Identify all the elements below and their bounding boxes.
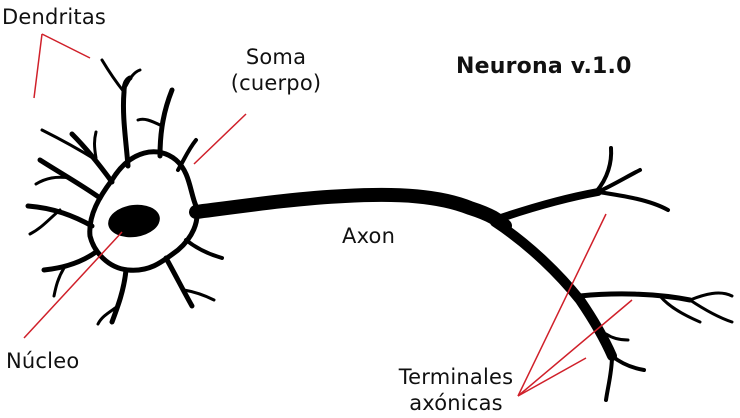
dendrite-left-1	[69, 131, 115, 185]
dendrite-bottom-1	[41, 249, 99, 273]
label-terminales-line2: axónicas	[409, 391, 503, 415]
pointer-terminal-1	[517, 213, 607, 397]
axon-terminal-7	[610, 354, 646, 372]
nucleus	[108, 204, 160, 238]
axon-terminal-2	[596, 168, 642, 194]
axon-terminal-9	[604, 332, 630, 342]
dendrite-top-1b	[124, 68, 142, 88]
label-soma-line1: Soma	[245, 45, 307, 69]
pointer-dendritas-1	[41, 33, 91, 59]
axon-terminal-8	[604, 354, 614, 402]
pointer-dendritas-2	[33, 33, 43, 99]
dendrite-top-2a	[136, 117, 164, 128]
axon-terminal-6	[658, 294, 702, 324]
soma-outline	[87, 149, 200, 273]
neuron	[25, 58, 734, 402]
dendrite-bottom-3a	[182, 288, 216, 302]
pointer-terminal-2	[517, 299, 633, 397]
axon-terminal-3	[596, 190, 670, 212]
pointer-soma	[193, 113, 247, 165]
axon-shaft-2	[490, 217, 617, 361]
dendrite-top-3	[176, 138, 198, 172]
axon-terminal-5	[688, 298, 734, 324]
pointer-terminal-3	[517, 357, 587, 397]
label-nucleo: Núcleo	[6, 349, 80, 373]
dendrite-top-1a	[100, 58, 126, 94]
pointer-lines	[23, 33, 633, 397]
dendrite-bottom-2a	[96, 304, 120, 326]
label-soma: Soma (cuerpo)	[222, 44, 330, 96]
label-soma-line2: (cuerpo)	[230, 71, 322, 95]
dendrite-bottom-1a	[52, 266, 66, 298]
dendrite-bottom-3	[163, 255, 195, 309]
dendrite-right-1	[184, 238, 224, 260]
label-terminales-line1: Terminales	[398, 365, 514, 389]
pointer-nucleo	[23, 231, 123, 339]
dendrite-left-3a	[28, 208, 62, 236]
axon-terminal-1	[594, 146, 614, 194]
dendrite-top-2	[157, 87, 175, 159]
axon-terminal-4	[688, 291, 734, 302]
label-dendritas: Dendritas	[2, 5, 107, 29]
dendrite-left-3	[25, 203, 95, 229]
label-terminales: Terminales axónicas	[386, 364, 526, 416]
label-axon: Axon	[342, 224, 396, 248]
dendrite-bottom-2	[109, 267, 129, 325]
axon-middle-branch	[577, 291, 693, 303]
diagram-title: Neurona v.1.0	[456, 54, 632, 79]
dendrite-left-2a	[34, 175, 72, 186]
axon-shaft	[189, 187, 512, 233]
dendrite-left-1b	[93, 130, 98, 160]
axon-upper-branch	[491, 188, 602, 224]
dendrite-left-1a	[40, 128, 98, 162]
